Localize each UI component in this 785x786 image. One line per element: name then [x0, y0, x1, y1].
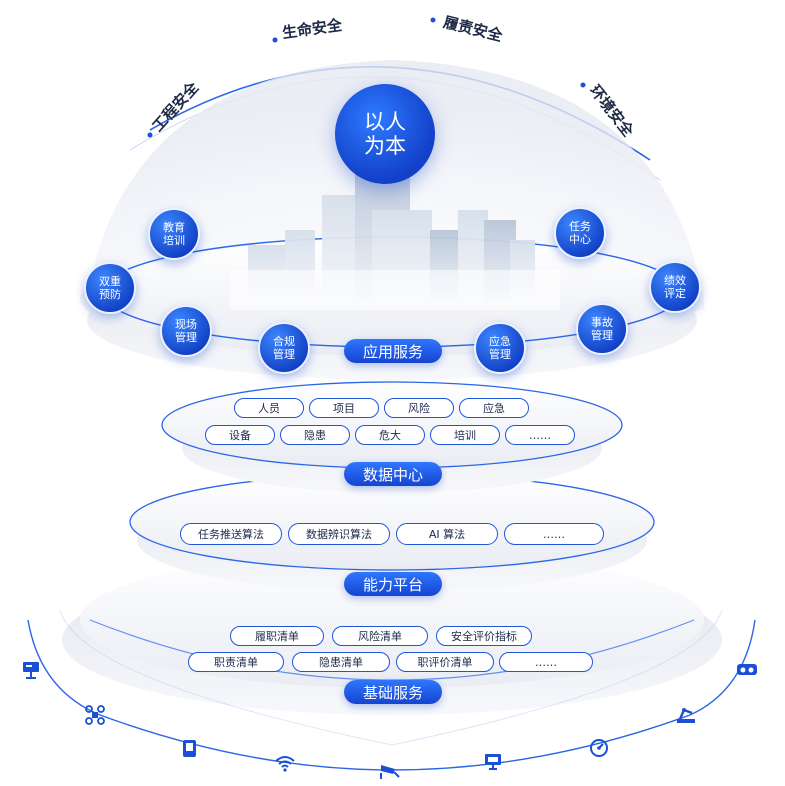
data-pill-training[interactable]: 培训: [430, 425, 500, 445]
center-line-1: 以人: [364, 110, 406, 134]
base-pill-hazard-list[interactable]: 隐患清单: [292, 652, 390, 672]
monitor-icon: [480, 748, 506, 774]
base-pill-safety-index[interactable]: 安全评价指标: [436, 626, 532, 646]
section-data-center[interactable]: 数据中心: [344, 462, 442, 486]
data-pill-personnel[interactable]: 人员: [234, 398, 304, 418]
app-node-emergency[interactable]: 应急管理: [474, 322, 526, 374]
node-line-1: 事故: [591, 316, 613, 329]
node-line-2: 中心: [569, 233, 591, 246]
base-pill-evaluation-list[interactable]: 职评价清单: [396, 652, 494, 672]
node-line-2: 管理: [273, 348, 295, 361]
node-line-2: 管理: [489, 348, 511, 361]
app-node-site-management[interactable]: 现场管理: [160, 305, 212, 357]
node-line-2: 预防: [99, 288, 121, 301]
section-ability-platform[interactable]: 能力平台: [344, 572, 442, 596]
data-pill-more[interactable]: ……: [505, 425, 575, 445]
data-pill-risk[interactable]: 风险: [384, 398, 454, 418]
app-node-accident[interactable]: 事故管理: [576, 303, 628, 355]
display-stand-icon: [18, 657, 44, 683]
drone-icon: [82, 702, 108, 728]
node-line-1: 现场: [175, 318, 197, 331]
base-pill-duty-list[interactable]: 履职清单: [230, 626, 324, 646]
wifi-icon: [272, 750, 298, 776]
app-node-dual-prevention[interactable]: 双重预防: [84, 262, 136, 314]
node-line-2: 管理: [175, 331, 197, 344]
data-pill-equipment[interactable]: 设备: [205, 425, 275, 445]
ability-pill-ai[interactable]: AI 算法: [396, 523, 498, 545]
base-pill-responsibility-list[interactable]: 职责清单: [188, 652, 284, 672]
section-app-services[interactable]: 应用服务: [344, 339, 442, 363]
camera-icon: [377, 757, 403, 783]
machine-arm-icon: [673, 702, 699, 728]
node-line-2: 评定: [664, 287, 686, 300]
data-pill-hazard[interactable]: 隐患: [280, 425, 350, 445]
gauge-icon: [586, 735, 612, 761]
vr-goggles-icon: [734, 656, 760, 682]
section-base-services[interactable]: 基础服务: [344, 680, 442, 704]
node-line-2: 管理: [591, 329, 613, 342]
data-pill-major-hazard[interactable]: 危大: [355, 425, 425, 445]
node-line-1: 双重: [99, 275, 121, 288]
app-node-task-center[interactable]: 任务中心: [554, 207, 606, 259]
node-line-2: 培训: [163, 234, 185, 247]
app-node-training[interactable]: 教育培训: [148, 208, 200, 260]
ability-pill-more[interactable]: ……: [504, 523, 604, 545]
data-pill-emergency[interactable]: 应急: [459, 398, 529, 418]
ability-pill-data-recognition[interactable]: 数据辨识算法: [288, 523, 390, 545]
app-node-performance[interactable]: 绩效评定: [649, 261, 701, 313]
node-line-1: 合规: [273, 335, 295, 348]
center-line-2: 为本: [364, 134, 406, 158]
center-badge: 以人 为本: [335, 84, 435, 184]
mobile-terminal-icon: [177, 735, 203, 761]
data-pill-project[interactable]: 项目: [309, 398, 379, 418]
node-line-1: 任务: [569, 220, 591, 233]
base-pill-risk-list[interactable]: 风险清单: [332, 626, 428, 646]
node-line-1: 教育: [163, 221, 185, 234]
node-line-1: 应急: [489, 335, 511, 348]
app-node-compliance[interactable]: 合规管理: [258, 322, 310, 374]
base-pill-more[interactable]: ……: [499, 652, 593, 672]
node-line-1: 绩效: [664, 274, 686, 287]
ability-pill-task-push[interactable]: 任务推送算法: [180, 523, 282, 545]
